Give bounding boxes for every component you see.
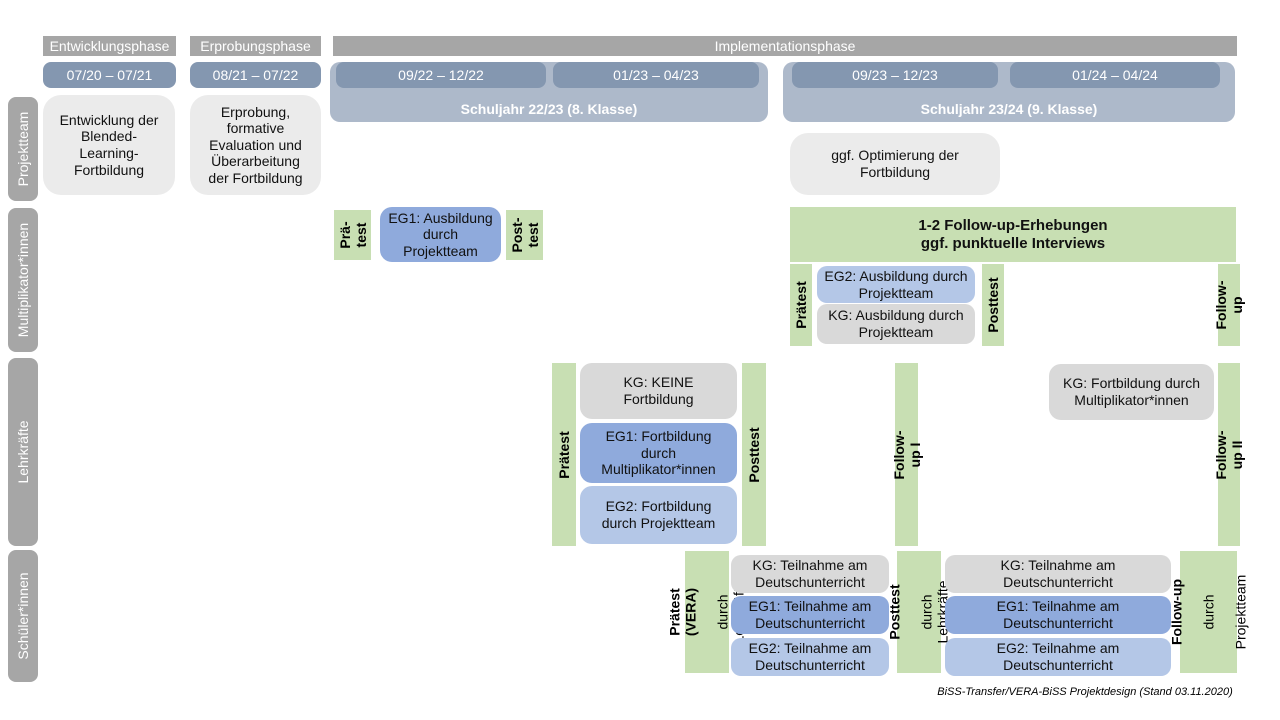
bar-followup-schueler: Follow-up durch Projektteam	[1168, 551, 1249, 673]
bar-posttest-multiplikatoren-1: Post- test	[506, 210, 543, 260]
sidebar-row-lehrkraefte: Lehrkräfte	[8, 358, 38, 546]
box-eg1-ausbildung-projektteam: EG1: Ausbildung durch Projektteam	[380, 207, 501, 262]
box-eg2-fortbildung-projektteam: EG2: Fortbildung durch Projektteam	[580, 486, 737, 544]
bar-praetest-multiplikatoren-1: Prä- test	[334, 210, 371, 260]
date-bar-01-23: 01/23 – 04/23	[553, 62, 759, 88]
box-eg1-teilnahme-2: EG1: Teilnahme am Deutschunterricht	[945, 596, 1171, 634]
box-kg-fortbildung-multiplikatoren: KG: Fortbildung durch Multiplikator*inne…	[1049, 364, 1214, 420]
sidebar-label-multiplikatoren: Multiplikator*innen	[14, 222, 31, 338]
bar-praetest-vera-label: Prätest (VERA)	[666, 587, 699, 637]
bar-followup-2-lehrkraefte-label: Follow-up II	[1212, 430, 1245, 479]
bar-praetest-multiplikatoren-2-label: Prätest	[792, 281, 809, 329]
box-eg2-teilnahme-2: EG2: Teilnahme am Deutschunterricht	[945, 638, 1171, 676]
date-bar-08-21: 08/21 – 07/22	[190, 62, 321, 88]
box-kg-teilnahme-1: KG: Teilnahme am Deutschunterricht	[731, 555, 889, 593]
bar-posttest-lehrkraefte: Posttest	[742, 363, 766, 546]
sidebar-row-projektteam: Projektteam	[8, 97, 38, 201]
bar-followup-1-lehrkraefte-label: Follow-up I	[890, 430, 923, 479]
bar-followup-2-lehrkraefte: Follow-up II	[1213, 363, 1245, 546]
bar-posttest-multiplikatoren-2-label: Posttest	[984, 277, 1001, 333]
phase-header-erprobungsphase: Erprobungsphase	[190, 36, 321, 56]
bar-followup-schueler-label: Follow-up	[1168, 578, 1185, 646]
bar-praetest-multiplikatoren-2: Prätest	[790, 264, 812, 346]
bar-praetest-lehrkraefte-label: Prätest	[555, 430, 572, 479]
bar-praetest-vera-schueler: Prätest (VERA) durch Lehrkräfte	[667, 551, 747, 673]
sidebar-label-projektteam: Projektteam	[14, 111, 31, 187]
bar-posttest-multiplikatoren-2: Posttest	[982, 264, 1004, 346]
box-eg1-fortbildung-multiplikatoren: EG1: Fortbildung durch Multiplikator*inn…	[580, 423, 737, 483]
box-eg2-teilnahme-1: EG2: Teilnahme am Deutschunterricht	[731, 638, 889, 676]
date-bar-07-20: 07/20 – 07/21	[43, 62, 176, 88]
bar-followup-multiplikatoren: Follow-up	[1213, 264, 1245, 346]
bar-posttest-schueler: Posttest durch Lehrkräfte	[887, 551, 951, 673]
bar-followup-multiplikatoren-label: Follow-up	[1212, 280, 1245, 330]
sidebar-label-schueler: Schüler*innen	[14, 572, 31, 660]
sidebar-label-lehrkraefte: Lehrkräfte	[14, 420, 31, 484]
phase-header-entwicklungsphase: Entwicklungsphase	[43, 36, 176, 56]
box-kg-teilnahme-2: KG: Teilnahme am Deutschunterricht	[945, 555, 1171, 593]
sidebar-row-schueler: Schüler*innen	[8, 550, 38, 682]
date-bar-01-24: 01/24 – 04/24	[1010, 62, 1220, 88]
diagram-caption: BiSS-Transfer/VERA-BiSS Projektdesign (S…	[937, 686, 1233, 698]
box-erprobung-evaluation: Erprobung, formative Evaluation und Über…	[190, 95, 321, 195]
bar-posttest-multiplikatoren-1-label: Post- test	[508, 217, 541, 253]
bar-followup-1-lehrkraefte: Follow-up I	[890, 363, 923, 546]
bar-posttest-lehrkraefte-label: Posttest	[745, 426, 762, 483]
date-bar-09-23: 09/23 – 12/23	[792, 62, 998, 88]
school-year-label-23-24: Schuljahr 23/24 (9. Klasse)	[920, 101, 1098, 117]
box-kg-keine-fortbildung: KG: KEINE Fortbildung	[580, 363, 737, 419]
bar-followup-schueler-sublabel-1: durch	[1200, 594, 1217, 630]
phase-header-implementationsphase: Implementationsphase	[333, 36, 1237, 56]
box-eg1-teilnahme-1: EG1: Teilnahme am Deutschunterricht	[731, 596, 889, 634]
date-bar-09-22: 09/22 – 12/22	[336, 62, 546, 88]
bar-praetest-lehrkraefte: Prätest	[552, 363, 576, 546]
bar-praetest-multiplikatoren-1-label: Prä- test	[336, 221, 369, 249]
box-entwicklung-fortbildung: Entwicklung der Blended- Learning- Fortb…	[43, 95, 175, 195]
banner-followup-erhebungen: 1-2 Follow-up-Erhebungen ggf. punktuelle…	[790, 207, 1236, 262]
bar-followup-schueler-sublabel-2: Projektteam	[1232, 574, 1249, 650]
box-optimierung-fortbildung: ggf. Optimierung der Fortbildung	[790, 133, 1000, 195]
box-eg2-ausbildung-projektteam: EG2: Ausbildung durch Projektteam	[817, 266, 975, 303]
school-year-label-22-23: Schuljahr 22/23 (8. Klasse)	[460, 101, 638, 117]
bar-posttest-schueler-label: Posttest	[886, 584, 903, 640]
sidebar-row-multiplikatoren: Multiplikator*innen	[8, 208, 38, 352]
box-kg-ausbildung-projektteam: KG: Ausbildung durch Projektteam	[817, 304, 975, 344]
